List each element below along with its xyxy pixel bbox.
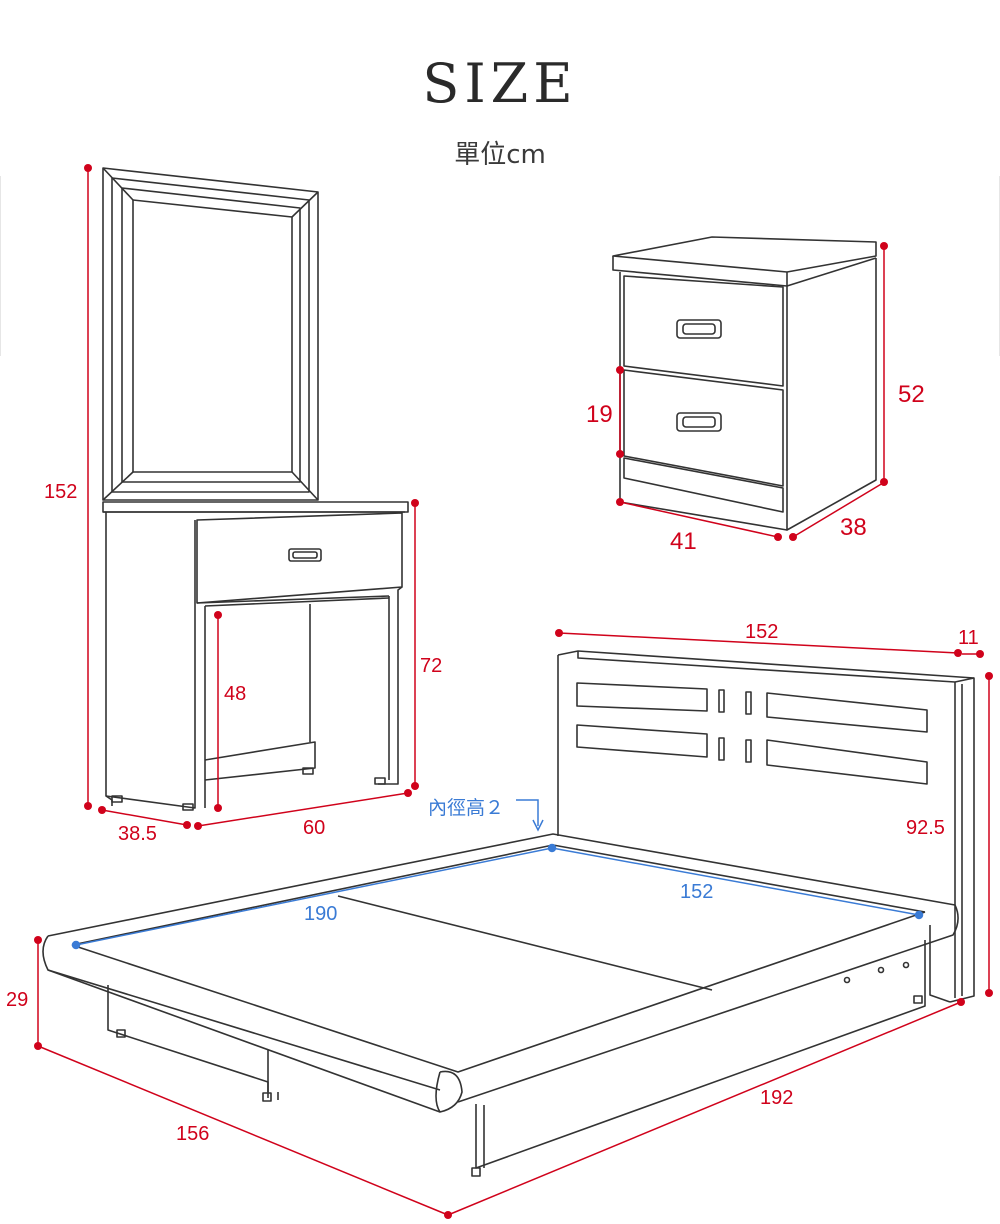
vanity-total-height: 152 <box>44 481 77 503</box>
nightstand-depth: 38 <box>840 514 867 541</box>
bed-outer-length: 192 <box>760 1087 793 1109</box>
nightstand-drawing <box>612 236 877 531</box>
nightstand-dimension-lines <box>619 246 885 538</box>
inner-height-label: 內徑高２ <box>428 797 504 819</box>
bed-dimension-lines <box>37 632 990 1216</box>
bed-frame-height: 29 <box>6 989 28 1011</box>
unit-label: 單位cm <box>454 140 546 170</box>
bed-inner-length: 190 <box>304 903 337 925</box>
headboard-depth: 11 <box>958 627 979 649</box>
page-title: SIZE <box>422 52 578 115</box>
bed-drawing <box>42 650 975 1177</box>
bed-inner-width: 152 <box>680 881 713 903</box>
bed-inner-lines <box>71 799 924 950</box>
vanity-table-height: 72 <box>420 655 442 677</box>
bed-outer-width: 156 <box>176 1123 209 1145</box>
nightstand-drawer-height: 19 <box>586 401 613 428</box>
vanity-drawing <box>102 167 409 811</box>
nightstand-height: 52 <box>898 381 925 408</box>
vanity-knee-clearance: 48 <box>224 683 246 705</box>
vanity-depth: 38.5 <box>118 823 157 845</box>
vanity-dimension-lines <box>87 168 416 827</box>
vanity-dimension-dots <box>84 164 419 830</box>
left-edge-mark <box>0 176 1 356</box>
headboard-width: 152 <box>745 621 778 643</box>
vanity-width: 60 <box>303 817 325 839</box>
headboard-height: 92.5 <box>906 817 945 839</box>
nightstand-width: 41 <box>670 528 697 555</box>
